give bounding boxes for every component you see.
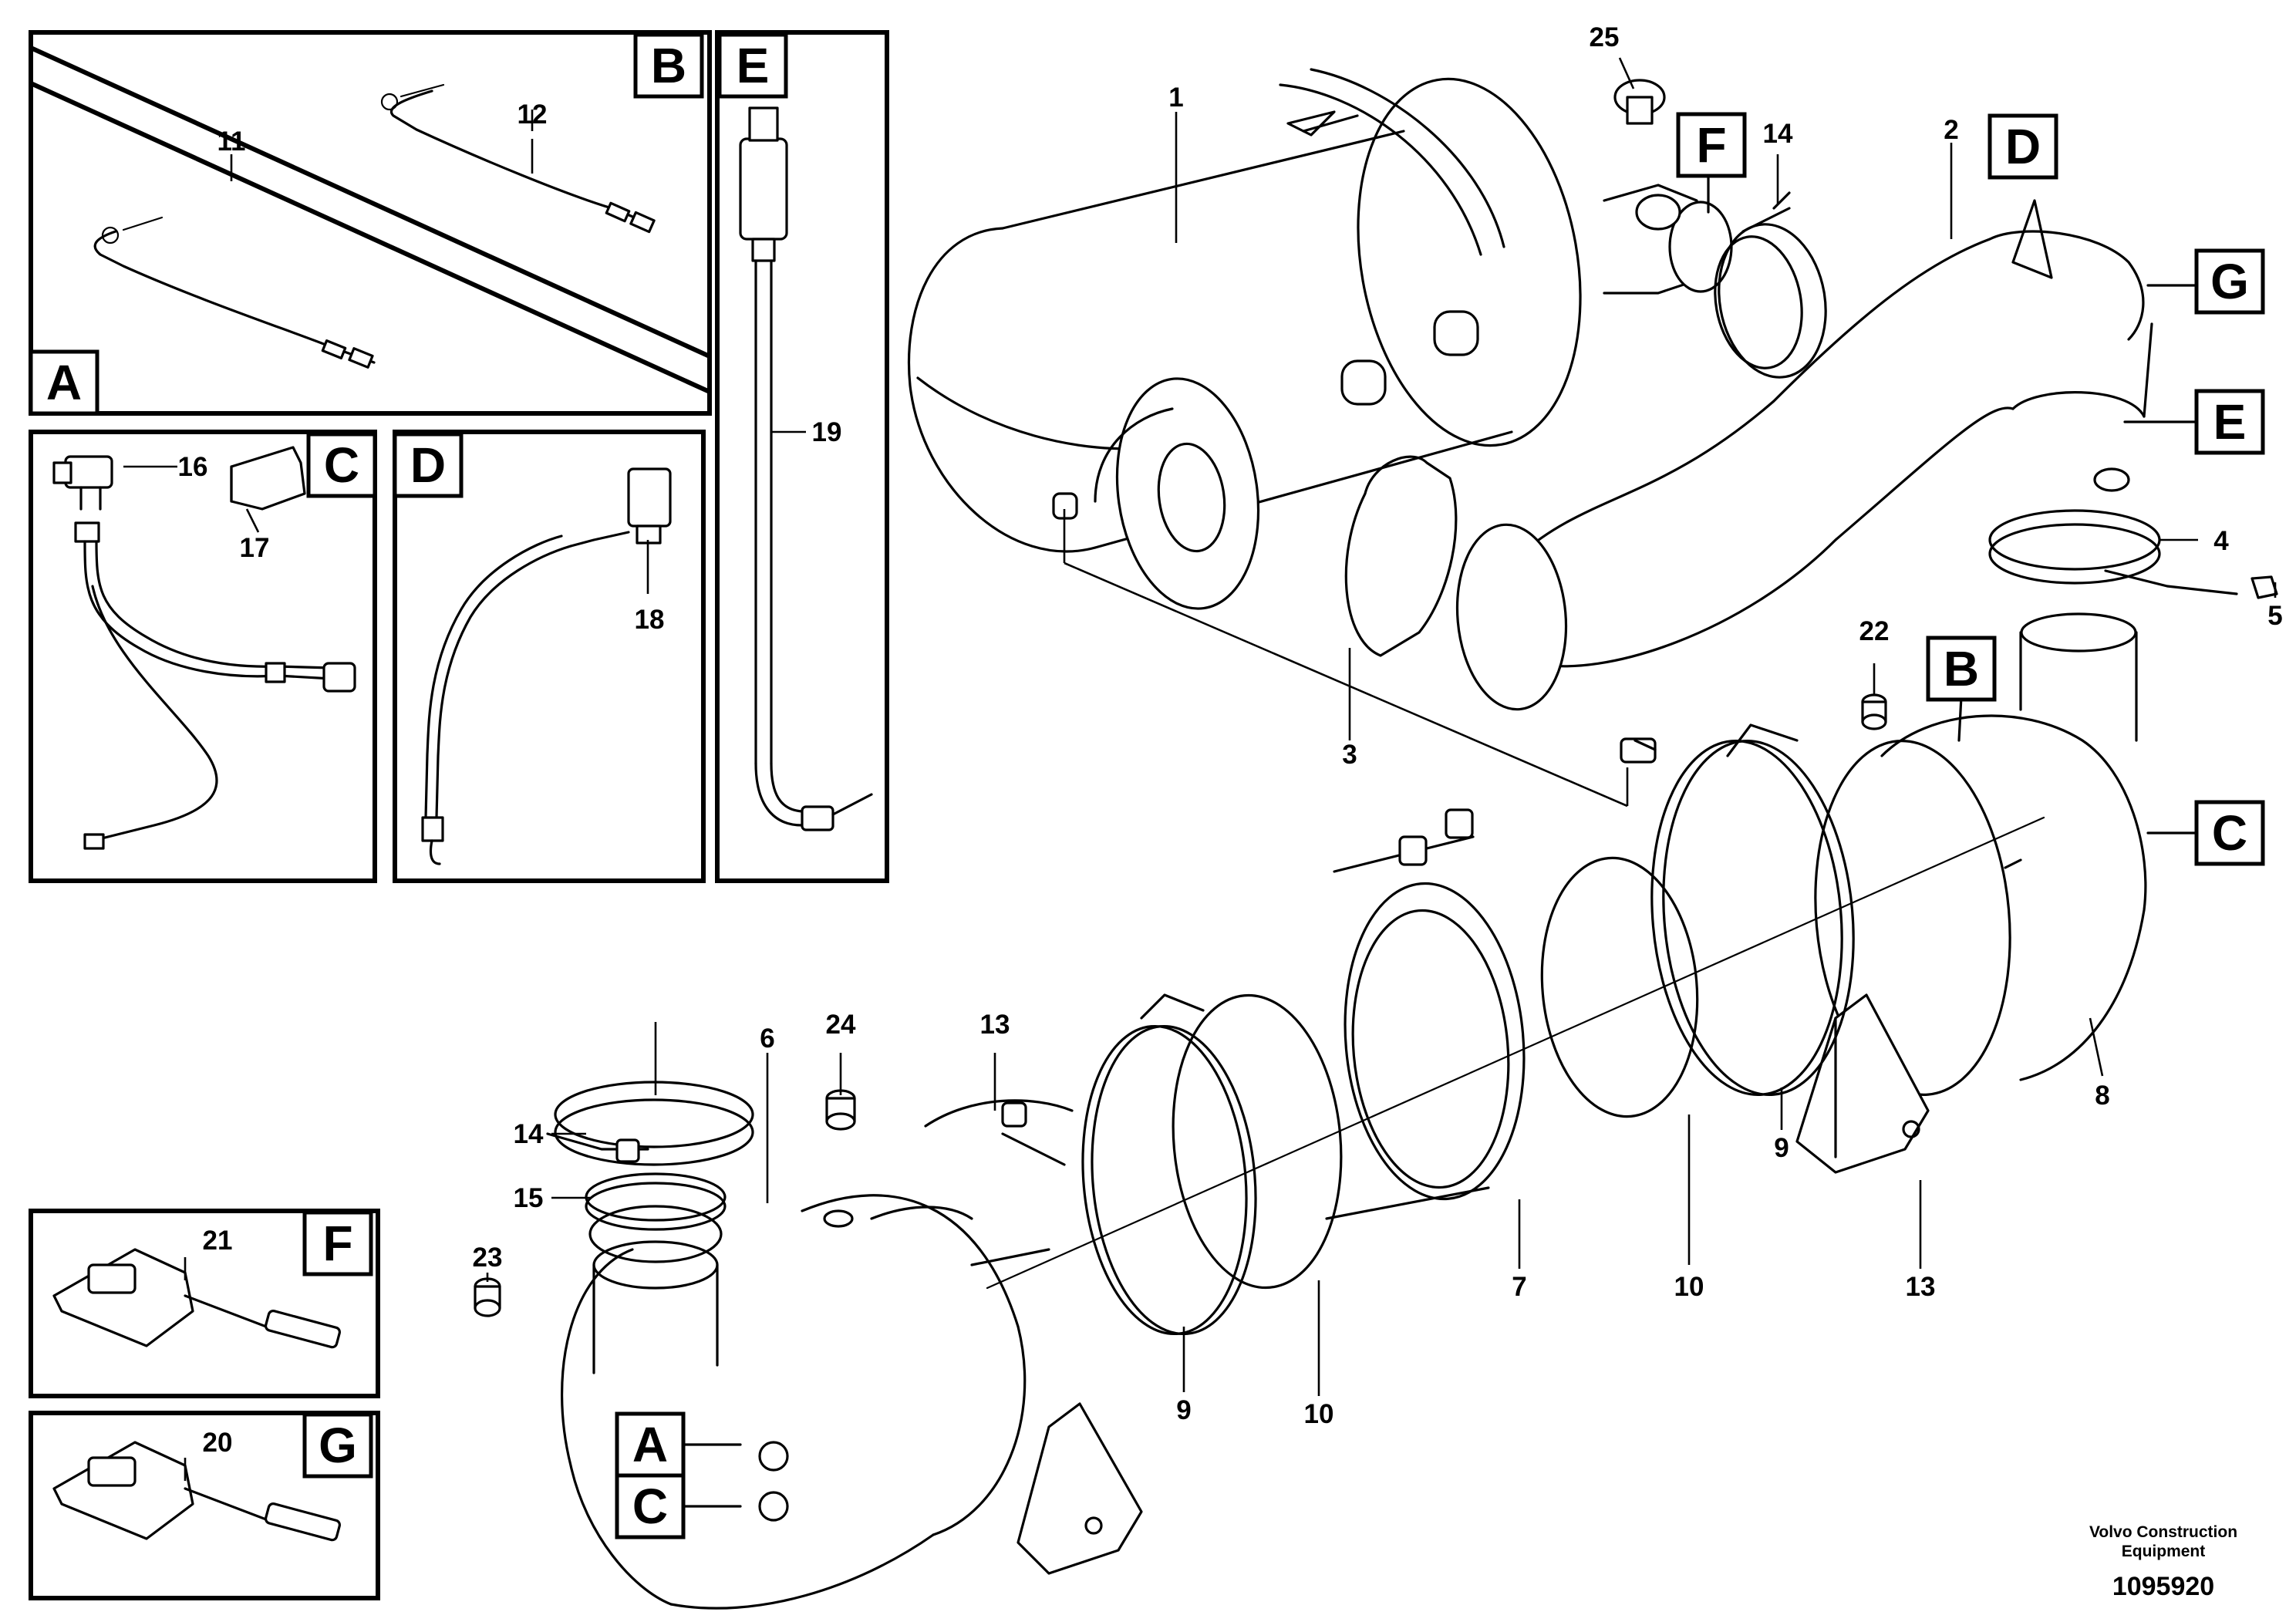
marker-b: B [1944,641,1979,696]
callout-5: 5 [2267,601,2282,631]
elbow-pipe-2 [1455,230,2153,711]
marker-boxes: A B C C D E F G [615,112,2265,1539]
callout-12: 12 [518,99,548,130]
panel-label-e: E [737,38,770,93]
panel-c-sensor-16 [52,455,113,543]
callout-numbers: 1 2 3 4 5 6 7 8 9 9 10 10 11 12 13 13 14… [178,22,2283,1458]
clamp-4 [1988,509,2238,595]
callout-2: 2 [1944,115,1958,145]
panel-label-b: B [651,38,686,93]
panel-g-frame [29,1411,380,1600]
panel-b-wire-12 [380,83,656,234]
clamp-9-left [1081,993,1257,1336]
marker-f: F [1696,117,1726,173]
gasket-3 [1344,455,1458,657]
marker-g: G [2210,254,2249,309]
dpf-inlet-flange [1094,377,1260,610]
plug-24 [825,1089,856,1131]
panel-label-g: G [319,1418,357,1473]
panel-a-wire-11 [93,216,376,369]
panel-label-d: D [410,437,446,493]
mixer-housing-6 [560,1194,1050,1610]
panel-letter-boxes: A B C D E F G [29,32,788,1479]
panel-e-frame [715,30,889,883]
clamp-13-left [924,1099,1074,1166]
callout-14-lower: 14 [514,1119,544,1149]
marker-c-right: C [2212,805,2247,861]
panel-c-bracket-17 [230,446,306,511]
callout-4: 4 [2213,526,2229,556]
callout-15: 15 [514,1183,544,1213]
footer: Volvo Construction Equipment 1095920 [2089,1523,2237,1601]
clamp-14-upper [1714,191,1827,379]
panel-label-a: A [46,355,82,410]
brand-line-1: Volvo Construction [2089,1523,2237,1541]
panel-label-f: F [322,1216,352,1271]
panel-d-hose [421,534,572,865]
panel-g-module-20 [52,1441,341,1542]
doc-housing-8 [1814,714,2147,1096]
bolts-and-nut [1052,492,1657,764]
bracket-13-right [1795,993,1930,1174]
panel-d-sensor-18 [569,467,672,548]
callout-14-upper: 14 [1763,119,1793,149]
callout-25: 25 [1590,22,1620,52]
clamp-9-right [1650,723,1855,1096]
callout-23: 23 [473,1243,503,1273]
callout-9-left: 9 [1176,1395,1191,1425]
callout-13-right: 13 [1906,1272,1936,1302]
document-number: 1095920 [2112,1572,2214,1601]
panel-c-frame [29,430,377,883]
clamp-14-lower [546,1081,754,1166]
marker-e: E [2213,394,2247,450]
callout-21: 21 [203,1226,233,1256]
callout-7: 7 [1512,1272,1526,1302]
callout-11: 11 [217,126,246,157]
seal-ring-15 [585,1172,727,1231]
panel-f-frame [29,1209,380,1398]
pipe-stub [2019,612,2138,742]
seal-ring-10-left [1172,993,1343,1290]
callout-13-left: 13 [980,1010,1010,1040]
dpf-outlet-neck [1603,184,1733,295]
leader-lines [123,57,2277,1481]
callout-6: 6 [760,1023,774,1054]
callout-18: 18 [635,605,665,635]
panel-e-sensor-19 [739,106,873,831]
dpf-canister-1 [907,68,1582,553]
panel-label-c: C [324,437,359,493]
callout-3: 3 [1342,740,1357,770]
brand-line-2: Equipment [2122,1543,2206,1560]
nut-5 [2250,575,2278,599]
callout-10-right: 10 [1674,1272,1704,1302]
panel-c-hoses [83,540,356,850]
callout-9-right: 9 [1774,1133,1789,1163]
middle-section-7 [1325,808,1526,1220]
seal-ring-10-right [1540,856,1699,1118]
plug-23 [474,1277,501,1317]
callout-22: 22 [1859,616,1890,646]
panel-f-module-21 [52,1248,341,1349]
marker-d: D [2005,119,2041,174]
panel-a-b-frame [29,30,712,416]
plug-22 [1861,693,1887,730]
marker-c-left: C [632,1479,668,1534]
marker-arrows [681,176,2198,1508]
panel-d-frame [393,430,706,883]
callout-20: 20 [203,1428,233,1458]
callout-19: 19 [812,417,842,447]
callout-16: 16 [178,452,208,482]
callout-1: 1 [1168,83,1183,113]
inlet-neck [588,1205,723,1374]
callout-10-left: 10 [1304,1399,1334,1429]
callout-24: 24 [826,1010,856,1040]
callout-17: 17 [240,533,270,563]
center-axis-line [986,816,2045,1290]
plug-25 [1613,79,1681,231]
callout-8: 8 [2095,1081,2109,1111]
bracket-13-left [1017,1402,1143,1575]
marker-a: A [632,1417,668,1472]
